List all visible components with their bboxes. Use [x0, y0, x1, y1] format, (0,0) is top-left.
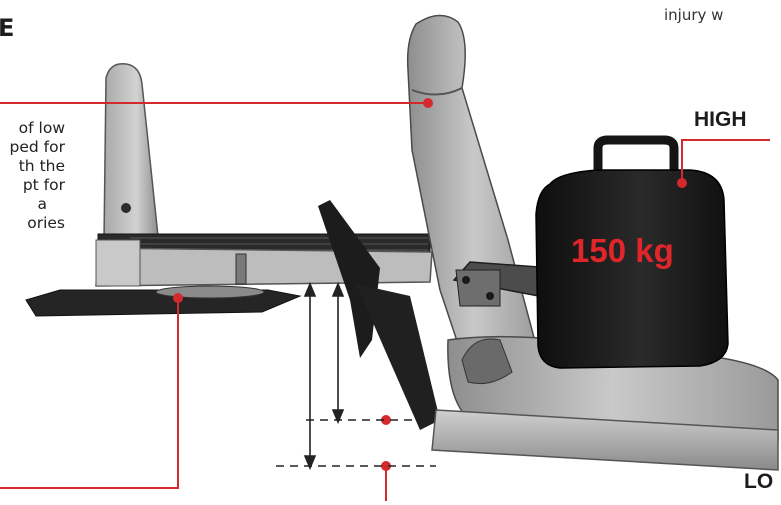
callout-dot-low — [381, 461, 391, 471]
callout-line-high — [681, 139, 770, 183]
tray-body — [95, 247, 433, 287]
description-block: of low ped for th the pt for a ories — [0, 119, 65, 233]
seat-backrest — [406, 14, 541, 381]
corner-text: injury w — [664, 6, 724, 24]
label-low: LO — [744, 470, 774, 493]
seat-base — [431, 409, 779, 471]
callout-dot-mid — [381, 415, 391, 425]
tray-backrest — [103, 63, 159, 241]
test-weight — [535, 135, 729, 369]
weight-label: 150 kg — [571, 232, 674, 269]
description-line: ories — [27, 214, 65, 232]
height-dimensions — [303, 281, 345, 471]
callout-dot-tray — [173, 293, 183, 303]
dimension-guides — [276, 419, 436, 467]
callouts — [0, 102, 770, 501]
weight-body — [535, 169, 729, 369]
callout-line-tray — [0, 298, 179, 489]
description-line: of low — [18, 119, 65, 137]
recline-handle — [461, 338, 513, 385]
support-arm — [318, 200, 380, 358]
tray-bolt — [121, 203, 131, 213]
label-high: HIGH — [694, 108, 747, 131]
heading-fragment: E — [0, 14, 15, 42]
weight-handle — [593, 135, 679, 178]
callout-dot-high — [677, 178, 687, 188]
description-line: ped for — [9, 138, 65, 156]
callout-dot-backrest — [423, 98, 433, 108]
description-line: th the — [18, 157, 65, 175]
tray-post — [235, 253, 247, 285]
description-line: a — [37, 195, 48, 213]
description-line: pt for — [22, 176, 65, 194]
